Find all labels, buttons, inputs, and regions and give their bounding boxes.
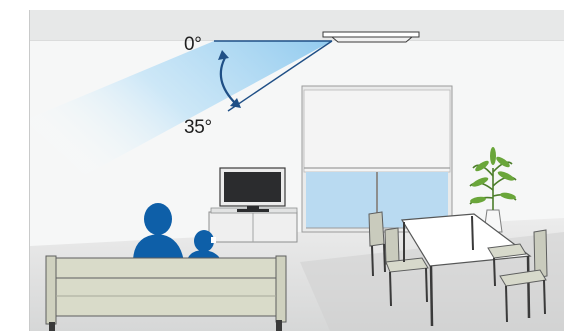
angle-label-end: 35°	[184, 117, 212, 138]
sofa-seat	[56, 278, 276, 316]
sofa-armrest-left	[46, 256, 56, 324]
sofa-back	[47, 258, 281, 278]
ceiling-air-conditioner-icon	[323, 32, 419, 42]
tv-stand	[209, 208, 297, 242]
left-wall-edge	[29, 10, 30, 331]
ceiling	[30, 10, 564, 41]
roller-blind	[304, 90, 450, 172]
sofa-armrest-right	[276, 256, 286, 322]
angle-label-start: 0°	[184, 34, 202, 55]
window	[302, 86, 452, 232]
television-icon	[220, 168, 285, 212]
